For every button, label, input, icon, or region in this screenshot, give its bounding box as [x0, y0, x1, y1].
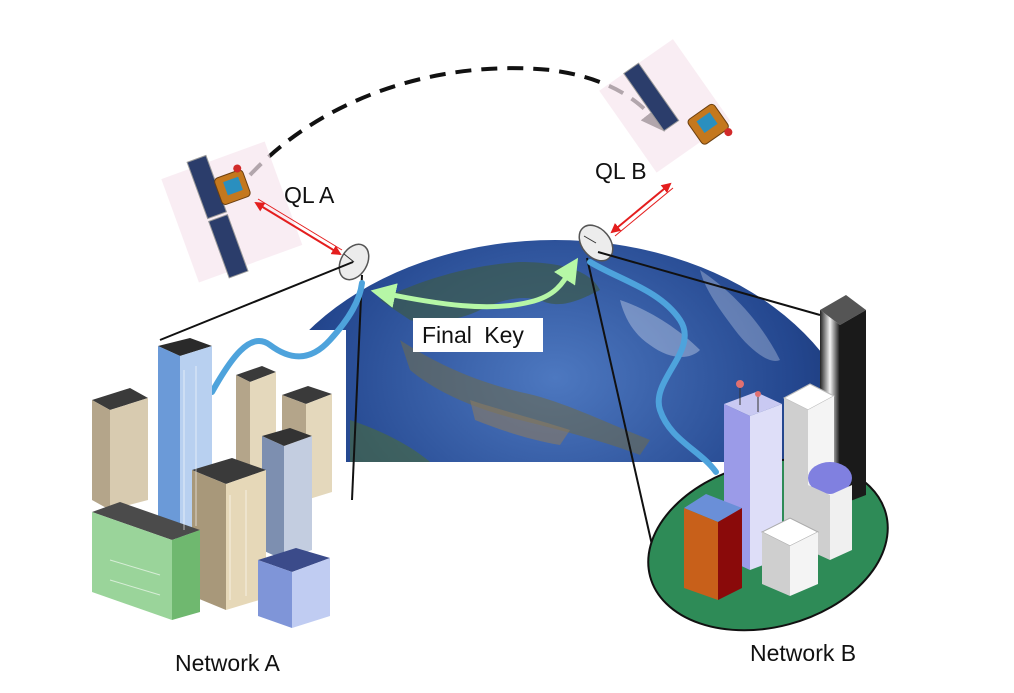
- network-a-label: Network A: [175, 650, 280, 676]
- fiber-link-a: [209, 280, 365, 395]
- fiber-link-b: [587, 259, 719, 475]
- network-a-city-icon: [92, 338, 332, 628]
- network-a-connector: [159, 261, 354, 341]
- ground-station-b-icon: [578, 224, 653, 546]
- network-b-connector: [597, 251, 821, 316]
- quantum-link-a-arrow: [254, 198, 343, 256]
- satellite-b-icon: [599, 39, 733, 173]
- network-b-label: Network B: [750, 640, 857, 666]
- network-b-city-icon: [647, 295, 889, 632]
- satellite-a-icon: [161, 141, 303, 283]
- ql-a-label: QL A: [284, 182, 335, 208]
- satellite-orbit-arrow: [248, 66, 665, 177]
- quantum-link-b-arrow: [610, 182, 674, 237]
- final-key-label: Final Key: [422, 322, 524, 348]
- final-key-arrow: [370, 257, 579, 310]
- final-key-label-background: [413, 318, 543, 352]
- ground-station-a-icon: [338, 243, 370, 501]
- ql-b-label: QL B: [595, 158, 647, 184]
